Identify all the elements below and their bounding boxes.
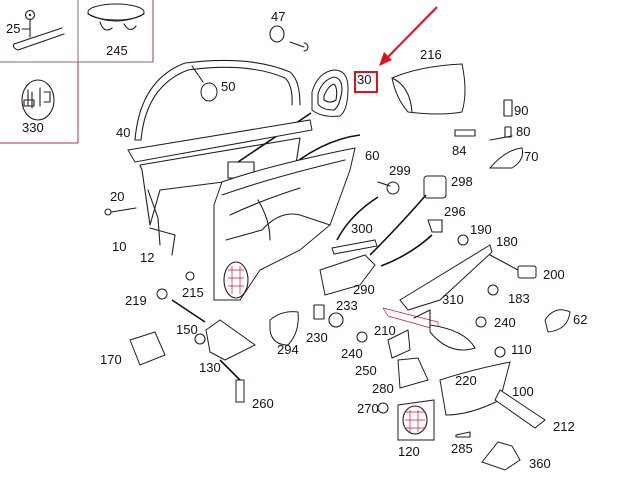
label-110[interactable]: 110 — [511, 342, 532, 357]
label-245[interactable]: 245 — [106, 43, 128, 58]
part-216-armrest-pad — [391, 63, 466, 115]
label-240-right[interactable]: 240 — [494, 315, 516, 330]
label-60[interactable]: 60 — [365, 148, 380, 163]
label-280[interactable]: 280 — [372, 381, 394, 396]
part-60-door-trim — [213, 147, 356, 301]
part-90-80-84-70 — [454, 99, 523, 169]
label-299[interactable]: 299 — [389, 163, 411, 178]
part-245-cap — [87, 3, 145, 31]
label-130[interactable]: 130 — [199, 360, 221, 375]
label-285[interactable]: 285 — [451, 441, 473, 456]
label-216[interactable]: 216 — [420, 47, 442, 62]
label-70[interactable]: 70 — [524, 149, 539, 164]
label-120[interactable]: 120 — [398, 444, 420, 459]
label-219[interactable]: 219 — [125, 293, 147, 308]
label-233[interactable]: 233 — [336, 298, 358, 313]
label-330[interactable]: 330 — [22, 120, 44, 135]
label-290[interactable]: 290 — [353, 282, 375, 297]
label-200[interactable]: 200 — [543, 267, 565, 282]
label-50[interactable]: 50 — [221, 79, 236, 94]
label-183[interactable]: 183 — [508, 291, 530, 306]
label-260[interactable]: 260 — [252, 396, 274, 411]
label-190[interactable]: 190 — [470, 222, 492, 237]
label-296[interactable]: 296 — [444, 204, 466, 219]
label-310[interactable]: 310 — [442, 292, 464, 307]
part-40-window-frame — [134, 59, 301, 141]
label-170[interactable]: 170 — [100, 352, 122, 367]
label-294[interactable]: 294 — [277, 342, 299, 357]
label-298[interactable]: 298 — [451, 174, 473, 189]
label-180[interactable]: 180 — [496, 234, 518, 249]
red-arrow-head — [379, 52, 392, 66]
label-100[interactable]: 100 — [512, 384, 534, 399]
label-30[interactable]: 30 — [357, 72, 372, 87]
part-30-bezel[interactable] — [311, 69, 349, 117]
label-215[interactable]: 215 — [182, 285, 204, 300]
part-lower-cluster — [269, 304, 546, 471]
label-240-left[interactable]: 240 — [341, 346, 363, 361]
label-62[interactable]: 62 — [573, 312, 588, 327]
part-330-clip — [21, 79, 55, 121]
label-300[interactable]: 300 — [351, 221, 373, 236]
label-210[interactable]: 210 — [374, 323, 396, 338]
label-20[interactable]: 20 — [110, 189, 125, 204]
part-25-rod — [12, 9, 65, 51]
part-300-290-180 — [319, 234, 537, 311]
label-12[interactable]: 12 — [140, 250, 155, 265]
highlight-box — [354, 71, 378, 93]
label-90[interactable]: 90 — [514, 103, 529, 118]
part-left-lower-cluster — [104, 207, 571, 403]
label-220[interactable]: 220 — [455, 373, 477, 388]
label-47[interactable]: 47 — [271, 9, 286, 24]
label-150[interactable]: 150 — [176, 322, 198, 337]
label-212[interactable]: 212 — [553, 419, 575, 434]
part-47-ring — [269, 25, 309, 52]
label-250[interactable]: 250 — [355, 363, 377, 378]
label-270[interactable]: 270 — [357, 401, 379, 416]
part-door-carrier — [127, 119, 313, 256]
label-84[interactable]: 84 — [452, 143, 467, 158]
inset-frame — [0, 0, 154, 144]
part-299-298-296 — [336, 175, 447, 267]
label-80[interactable]: 80 — [516, 124, 531, 139]
label-40[interactable]: 40 — [116, 125, 131, 140]
part-50-cap — [191, 65, 218, 102]
label-25[interactable]: 25 — [6, 21, 21, 36]
label-10[interactable]: 10 — [112, 239, 127, 254]
label-360[interactable]: 360 — [529, 456, 551, 471]
label-230[interactable]: 230 — [306, 330, 328, 345]
